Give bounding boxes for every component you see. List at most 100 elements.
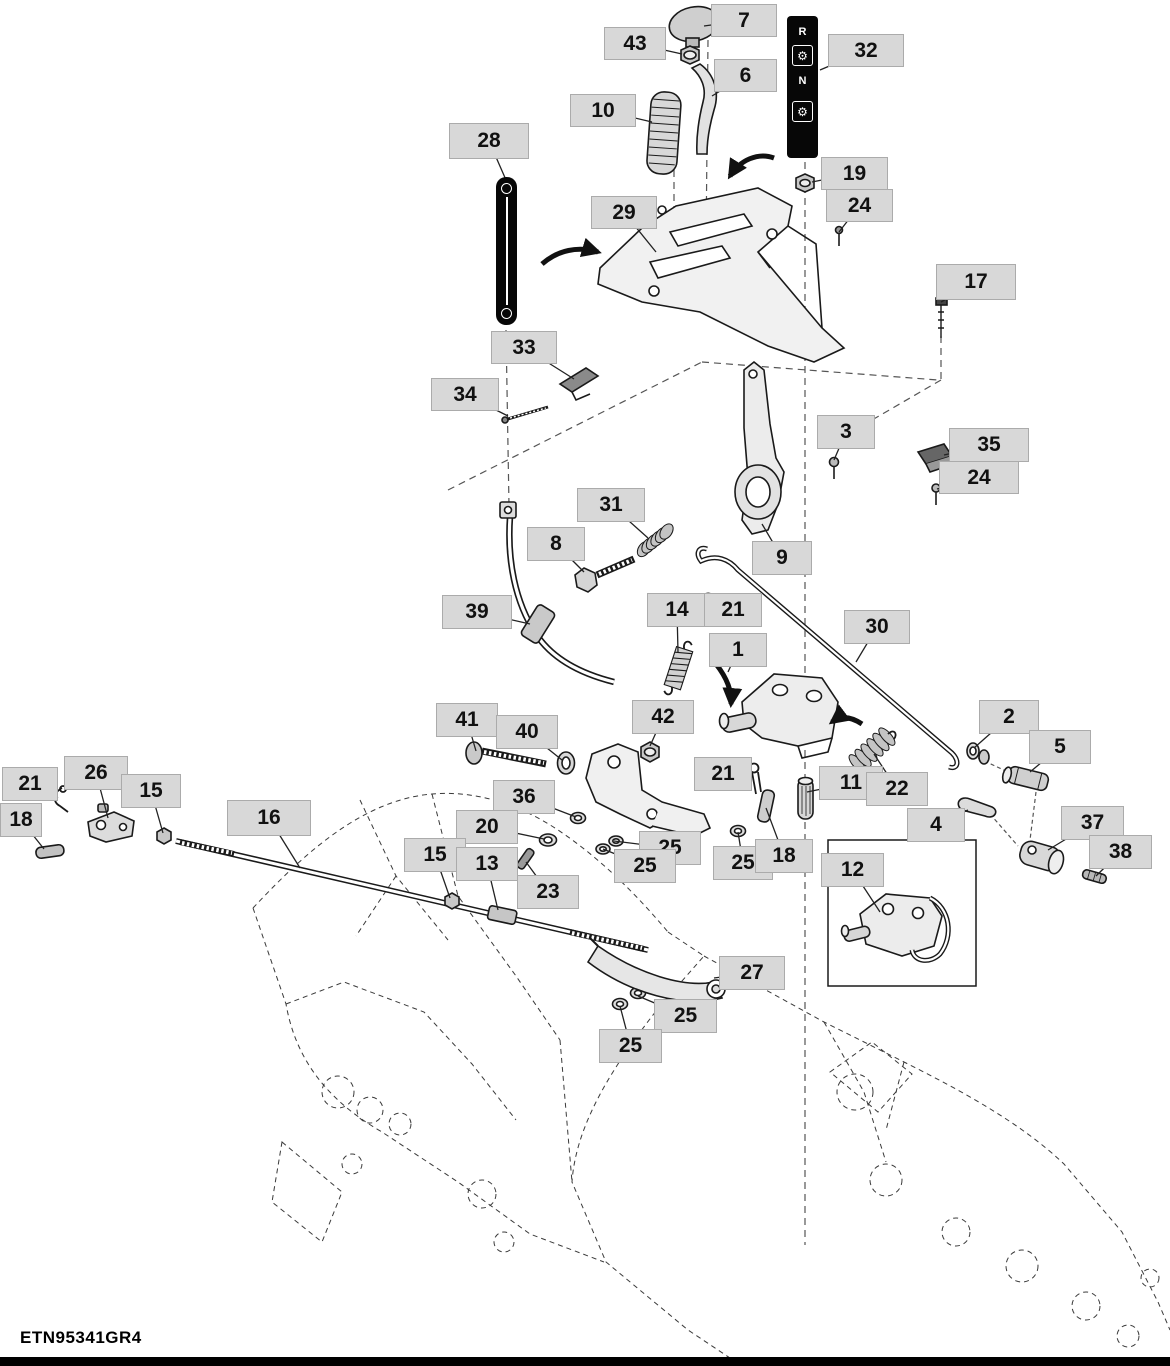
callout-13[interactable]: 13 [456,847,518,881]
part-20-washer [538,833,558,847]
callout-25[interactable]: 25 [654,999,717,1033]
part-26-clevis [87,803,135,843]
bottom-edge-bar [0,1357,1170,1366]
part-15-nuts [156,827,460,910]
part-7-knob [668,5,720,48]
part-24-screw [834,225,844,246]
callout-21[interactable]: 21 [704,593,762,627]
part-23-stud [516,847,535,870]
arrow-icon [540,237,602,266]
part-8-bolt [574,555,636,593]
part-33-clip [558,367,600,402]
screw-icon [501,308,512,319]
callout-23[interactable]: 23 [517,875,579,909]
callout-7[interactable]: 7 [711,4,777,37]
callout-14[interactable]: 14 [647,593,707,627]
part-16-control-rod [175,838,649,953]
callout-8[interactable]: 8 [527,527,585,561]
part-11-pin [797,776,814,820]
part-13-coupler [486,905,518,926]
callout-5[interactable]: 5 [1029,730,1091,764]
callout-1[interactable]: 1 [709,633,767,667]
part-31-spring [636,523,674,558]
gear-icon: ⚙ [792,45,813,66]
callout-30[interactable]: 30 [844,610,910,644]
arrow-icon [727,153,775,180]
part-3-screw [828,456,840,479]
part-30-shift-rod [695,545,960,771]
callout-40[interactable]: 40 [496,715,558,749]
callout-36[interactable]: 36 [493,780,555,814]
callout-9[interactable]: 9 [752,541,812,575]
part-4-clip [957,797,997,818]
screw-icon [501,183,512,194]
part-29-shift-quadrant [597,187,846,363]
part-17-bolt [935,297,948,338]
callout-35[interactable]: 35 [949,428,1029,462]
part-10-lever-grip [646,91,682,175]
decal-strip [496,177,517,325]
part-37-roller [1019,840,1065,875]
part-6-shift-lever-upper [690,63,718,155]
part-34-screw [501,405,549,424]
callout-18[interactable]: 18 [755,839,813,873]
gear-glyph: ⚙ [797,48,808,63]
gear-glyph: ⚙ [797,104,808,119]
part-14-spring [663,640,694,696]
callout-17[interactable]: 17 [936,264,1016,300]
part-27-lever [586,937,726,1002]
flow-arrows [540,153,864,727]
callout-19[interactable]: 19 [821,157,888,190]
callout-29[interactable]: 29 [591,196,657,229]
callout-43[interactable]: 43 [604,27,666,60]
callout-42[interactable]: 42 [632,700,694,734]
part-5-cylinder [1001,765,1050,792]
callout-33[interactable]: 33 [491,331,557,364]
callout-39[interactable]: 39 [442,595,512,629]
callout-16[interactable]: 16 [227,800,311,836]
callout-24[interactable]: 24 [826,189,893,222]
callout-24[interactable]: 24 [939,461,1019,494]
part-42-nut [640,741,660,763]
part-40-bushing [556,751,576,775]
callout-2[interactable]: 2 [979,700,1039,734]
callout-25[interactable]: 25 [599,1029,662,1063]
callout-37[interactable]: 37 [1061,806,1124,840]
callout-4[interactable]: 4 [907,808,965,842]
part-25-washers [595,824,747,1011]
callout-15[interactable]: 15 [121,774,181,808]
callout-25[interactable]: 25 [614,849,676,883]
gear-icon: ⚙ [792,101,813,122]
callout-34[interactable]: 34 [431,378,499,411]
callout-38[interactable]: 38 [1089,835,1152,869]
strip-rod [505,197,508,305]
transmission-case-outline [252,792,1170,1366]
callout-12[interactable]: 12 [821,853,884,887]
callout-32[interactable]: 32 [828,34,904,67]
callout-20[interactable]: 20 [456,810,518,844]
callout-6[interactable]: 6 [714,59,777,92]
callout-26[interactable]: 26 [64,756,128,790]
part-39-shift-arm [499,501,615,686]
part-38-pin [1081,869,1108,885]
callout-31[interactable]: 31 [577,488,645,522]
callout-21[interactable]: 21 [694,757,752,791]
part-19-nut [795,173,815,193]
callout-10[interactable]: 10 [570,94,636,127]
callout-18[interactable]: 18 [0,803,42,837]
arrow-icon [714,662,743,708]
callout-28[interactable]: 28 [449,123,529,159]
callout-21[interactable]: 21 [2,767,58,801]
shift-pattern-plate: R ⚙ N ⚙ [787,16,818,158]
part-2-nut [966,742,990,765]
part-36-washer [569,811,587,825]
callout-22[interactable]: 22 [866,772,928,806]
shift-plate-reverse-label: R [798,26,807,38]
callout-3[interactable]: 3 [817,415,875,449]
callout-41[interactable]: 41 [436,703,498,737]
arrow-icon [828,704,864,727]
callout-27[interactable]: 27 [719,956,785,990]
part-1-bracket [718,673,839,759]
